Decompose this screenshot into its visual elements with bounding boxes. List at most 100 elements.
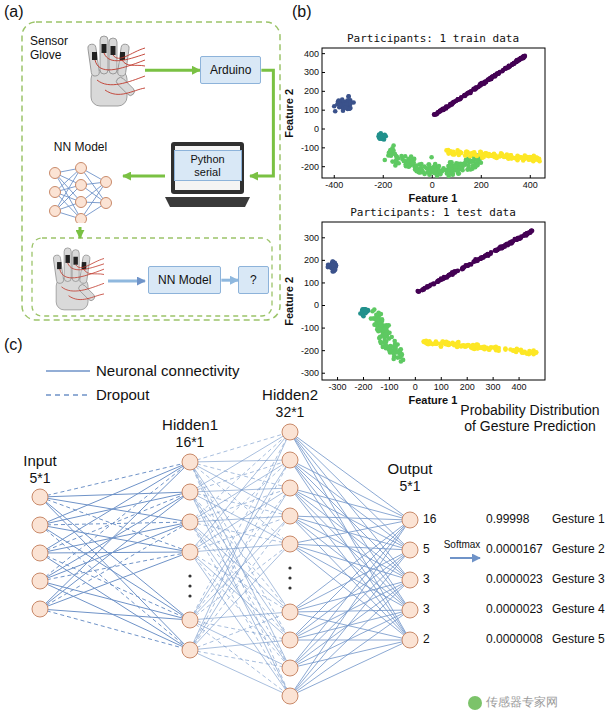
icon-neuron [50,206,61,217]
scatter-point [472,87,477,92]
layer-name: Hidden1 [162,416,218,433]
neuron-link [40,492,190,581]
scatter-point [438,109,443,114]
scatter-point [489,76,494,81]
neuron [182,484,198,500]
scatter-point [470,346,475,351]
scatter-point [502,155,507,160]
neuron [402,632,418,648]
neuron-link [190,488,290,552]
neuron-link [290,516,410,550]
scatter-point [464,157,469,162]
scatter-plots [322,48,545,380]
tick-label: -300 [301,368,319,378]
layer-size: 5*1 [400,478,421,494]
neuron [282,632,298,648]
neuron-link [290,460,410,640]
neuron [282,508,298,524]
neuron-link [40,552,190,553]
ellipsis-dot [288,576,291,579]
tick-label: 300 [486,382,501,392]
tick-mark [432,175,433,178]
scatter-point [521,56,526,61]
scatter-point [447,273,452,278]
scatter-point [395,155,400,160]
tick-label: -200 [301,346,319,356]
neuron-link [290,640,410,696]
scatter-point [330,262,335,267]
network-icon [43,161,118,223]
scatter-point [389,154,394,159]
scatter-point [516,236,521,241]
scatter-point [488,346,493,351]
neuron [282,536,298,552]
tick-mark [363,377,364,380]
scatter-point [456,97,461,102]
neuron-link [190,640,290,650]
scatter-point [379,323,384,328]
scatter-point [432,341,437,346]
scatter-point [331,263,336,268]
neuron-link [290,520,410,640]
tick-label: -100 [301,323,319,333]
probability-value: 0.0000023 [486,573,543,587]
layer-name: Input [23,452,56,469]
scatter-point [471,87,476,92]
scatter-point [463,153,468,158]
neuron [182,544,198,560]
scatter-point [465,91,470,96]
scatter-point [410,161,415,166]
scatter-point [333,267,338,272]
scatter-point [469,151,474,156]
node-heading: NN Model [38,140,123,154]
scatter-point [469,160,474,165]
axis-title: Feature 2 [283,89,296,138]
scatter-point [379,341,384,346]
legend-text: Neuronal connectivity [96,362,239,379]
gesture-name: Gesture 1 [552,513,605,527]
scatter-point [505,241,510,246]
scatter-point [511,155,516,160]
scatter-point [436,279,441,284]
scatter-point [393,343,398,348]
tick-label: 0 [430,180,435,190]
tick-label: 0 [413,382,418,392]
scatter-point [343,105,348,110]
neuron-link [40,552,190,581]
neuron-link [40,462,190,553]
scatter-point [361,314,366,319]
neuron-link [40,522,190,581]
neuron [32,601,48,617]
box-text: Arduino [210,63,251,77]
neuron-link [190,650,290,696]
scatter-point [515,156,520,161]
neuron-link [290,550,410,696]
plot-title: Participants: 1 train data [347,33,519,46]
scatter-point [451,271,456,276]
neuron-link [190,516,290,522]
scatter-point [468,167,473,172]
panel-frame [22,22,280,320]
scatter-point [522,156,527,161]
flow-connector [123,175,165,178]
scatter-point [362,307,367,312]
legend-dashed-sample [46,394,90,396]
scatter-point [459,162,464,167]
neuron-link [40,492,190,497]
neuron-link [190,552,290,696]
scatter-point [508,347,513,352]
tick-mark [322,72,325,73]
scatter-point [439,277,444,282]
neuron-link [290,580,410,640]
icon-neuron [50,187,61,198]
flow-connector [145,69,200,72]
layer-size: 16*1 [176,434,205,450]
neuron [282,660,298,676]
scatter-point [379,312,384,317]
neuron-link [40,609,190,620]
scatter-point [488,153,493,158]
neuron-link [40,462,190,525]
neuron [402,542,418,558]
neuron-link [190,488,290,620]
